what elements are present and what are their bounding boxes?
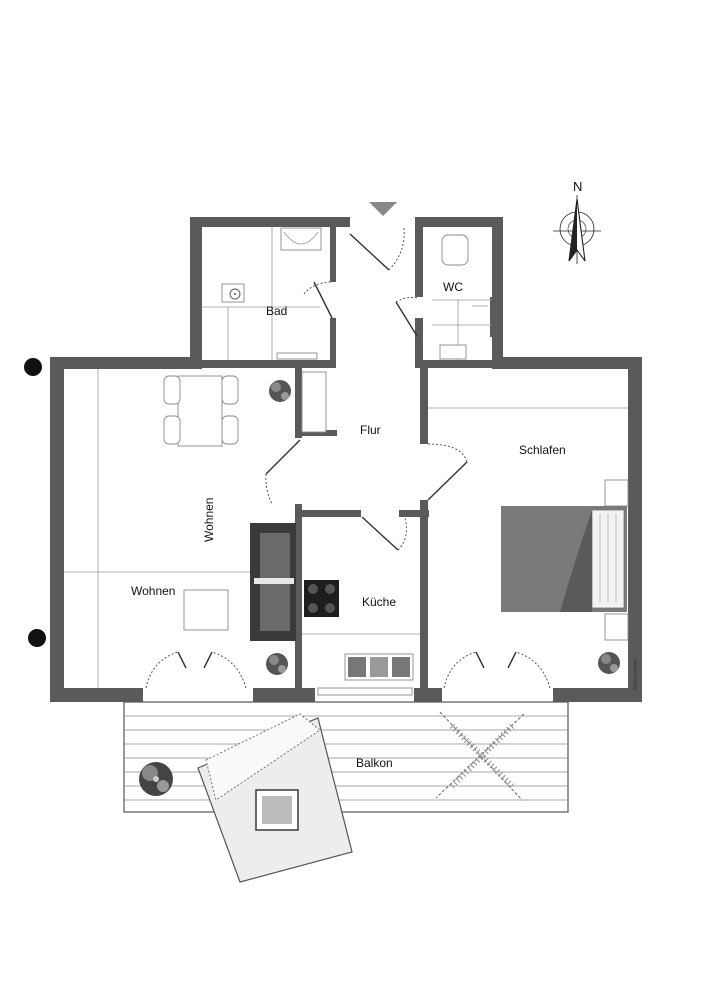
room-label-schlafen: Schlafen — [519, 443, 566, 457]
room-label-wohnen-vertical: Wohnen — [202, 498, 216, 542]
room-label-wc: WC — [443, 280, 463, 294]
doors — [145, 227, 551, 689]
balcony — [123, 701, 569, 883]
kitchen-fixtures — [302, 580, 420, 696]
room-label-kueche: Küche — [362, 595, 396, 609]
wc-fixtures — [432, 234, 492, 360]
room-label-balkon: Balkon — [356, 756, 393, 770]
living-room-furniture — [64, 369, 327, 688]
entrance-arrow-icon — [369, 202, 397, 216]
binder-hole-top — [24, 358, 42, 376]
bathroom-fixtures — [202, 227, 322, 360]
room-label-flur: Flur — [360, 423, 381, 437]
credit-label: McGrundriss — [633, 659, 639, 690]
bedroom-furniture — [428, 407, 629, 674]
room-label-bad: Bad — [266, 304, 287, 318]
walls — [50, 217, 642, 702]
binder-hole-bottom — [28, 629, 46, 647]
compass-icon — [553, 195, 601, 264]
room-label-wohnen: Wohnen — [131, 584, 175, 598]
compass-north-label: N — [573, 179, 582, 194]
